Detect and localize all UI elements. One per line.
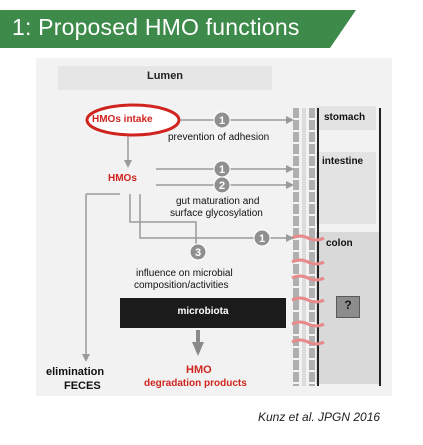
- stomach-region: [316, 106, 376, 130]
- arrow-hmos-to-colon: [139, 194, 294, 242]
- figure-title: 1: Proposed HMO functions: [12, 14, 300, 40]
- hmos-node-label: HMOs: [108, 173, 137, 184]
- intestine-label: intestine: [322, 156, 364, 167]
- gut-maturation-label-2: surface glycosylation: [170, 208, 263, 219]
- title-banner-fold: [330, 10, 356, 48]
- elimination-label: elimination: [46, 366, 105, 378]
- step-number-3: 3: [195, 247, 201, 259]
- step-marker-1a: [213, 111, 231, 129]
- citation: Kunz et al. JPGN 2016: [258, 410, 381, 424]
- hmos-intake-label: HMOs intake: [92, 114, 153, 125]
- step-number-1b: 1: [219, 164, 225, 176]
- intake-ellipse: [85, 103, 181, 137]
- unknown-box: [336, 296, 360, 318]
- step-number-2: 2: [219, 180, 225, 192]
- feces-label: FECES: [64, 380, 101, 392]
- microbiota-bar: [120, 298, 286, 328]
- adhesion-label: prevention of adhesion: [168, 132, 270, 143]
- step-number-1c: 1: [259, 233, 265, 245]
- colon-label: colon: [326, 238, 353, 249]
- microbiota-label: microbiota: [177, 306, 229, 317]
- step-marker-3: [189, 243, 207, 261]
- lumen-bar: [58, 66, 272, 90]
- microbial-label-2: composition/activities: [134, 280, 229, 291]
- microbial-label-1: influence on microbial: [136, 268, 233, 279]
- step-number-1a: 1: [219, 115, 225, 127]
- hmo-degradation-label-2: degradation products: [144, 378, 247, 389]
- bacteria-cluster: [291, 234, 325, 346]
- stomach-label: stomach: [324, 112, 366, 123]
- step-marker-2: [213, 176, 231, 194]
- hmo-degradation-label-1: HMO: [186, 364, 212, 376]
- step-marker-1c: [253, 229, 271, 247]
- lumen-label: Lumen: [146, 70, 184, 82]
- intestine-region: [316, 152, 376, 224]
- arrow-hmos-to-microbial: [129, 194, 197, 248]
- gut-maturation-label-1: gut maturation and: [176, 196, 260, 207]
- unknown-mark: ?: [344, 298, 352, 312]
- title-banner: [0, 10, 330, 48]
